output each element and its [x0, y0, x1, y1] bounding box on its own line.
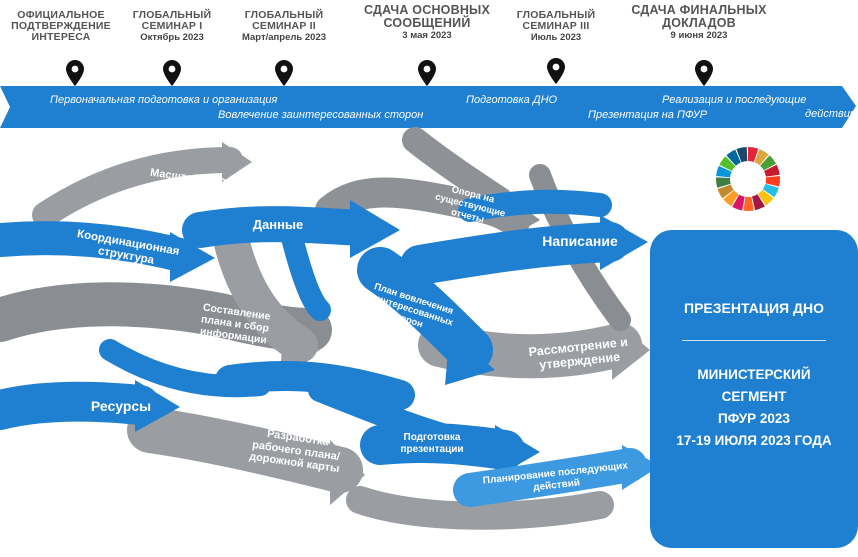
milestone-title: ГЛОБАЛЬНЫЙ СЕМИНАР III	[516, 9, 596, 33]
label-resources: Ресурсы	[90, 398, 152, 414]
final-presentation-box: ПРЕЗЕНТАЦИЯ ДНО МИНИСТЕРСКИЙ СЕГМЕНТ ПФУ…	[650, 230, 858, 548]
milestone-global-seminar-3: ГЛОБАЛЬНЫЙ СЕМИНАР III Июль 2023	[504, 9, 608, 44]
timeline-phase-implementation-2: действия	[805, 108, 856, 120]
sdg-segment	[719, 156, 736, 171]
milestone-date: Октябрь 2023	[140, 32, 204, 44]
milestone-title: ГЛОБАЛЬНЫЙ СЕМИНАР I	[132, 9, 212, 33]
flow-followup	[453, 448, 647, 507]
final-title: ПРЕЗЕНТАЦИЯ ДНО	[684, 300, 824, 316]
sdg-segment	[748, 147, 759, 162]
milestone-title: ОФИЦИАЛЬНОЕ ПОДТВЕРЖДЕНИЕ ИНТЕРЕСА	[11, 9, 111, 44]
map-pin-icon	[547, 58, 565, 84]
final-line-hlpf: ПФУР 2023	[718, 411, 790, 426]
divider	[682, 340, 826, 341]
flow-scale	[32, 147, 243, 228]
sdg-segment	[726, 149, 741, 166]
milestone-global-seminar-2: ГЛОБАЛЬНЫЙ СЕМИНАР II Март/апрель 2023	[228, 9, 340, 44]
timeline-phase-initial: Первоначальная подготовка и организация	[50, 94, 278, 106]
final-line-segment: СЕГМЕНТ	[721, 389, 787, 404]
timeline-arrow	[0, 86, 856, 128]
sdg-segment	[717, 184, 734, 199]
milestone-key-messages: СДАЧА ОСНОВНЫХ СООБЩЕНИЙ 3 мая 2023	[350, 3, 504, 42]
timeline-phase-preparation: Подготовка ДНО	[466, 94, 558, 106]
milestone-date: Июль 2023	[530, 32, 582, 44]
map-pin-icon	[275, 60, 293, 86]
timeline-phase-implementation: Реализация и последующие	[662, 94, 807, 106]
map-pin-icon	[163, 60, 181, 86]
sdg-segment	[760, 155, 777, 171]
sdg-segment	[716, 165, 732, 178]
sdg-segment	[758, 189, 774, 206]
milestone-date: 3 мая 2023	[402, 30, 452, 42]
milestone-date: Март/апрель 2023	[241, 32, 327, 44]
map-pin-icon	[418, 60, 436, 86]
timeline-phase-hlpf: Презентация на ПФУР	[588, 109, 708, 121]
flow-coordination	[0, 221, 197, 272]
final-line-dates: 17-19 ИЮЛЯ 2023 ГОДА	[676, 433, 832, 448]
timeline-phase-engagement: Вовлечение заинтересованных сторон	[218, 109, 424, 121]
sdg-segment	[765, 176, 780, 187]
milestone-title: СДАЧА ОСНОВНЫХ СООБЩЕНИЙ	[363, 3, 491, 31]
flow-workplan	[127, 407, 363, 493]
milestone-final-reports: СДАЧА ФИНАЛЬНЫХ ДОКЛАДОВ 9 июня 2023	[615, 3, 783, 42]
map-pin-icon	[695, 60, 713, 86]
sdg-segment	[754, 149, 769, 166]
milestone-title: ГЛОБАЛЬНЫЙ СЕМИНАР II	[244, 9, 324, 33]
final-line-ministerial: МИНИСТЕРСКИЙ	[697, 367, 811, 382]
milestone-date: 9 июня 2023	[670, 30, 728, 42]
sdg-segment	[736, 147, 748, 163]
sdg-segment	[723, 190, 739, 207]
sdg-segment	[764, 164, 780, 177]
label-presentation-prep: Подготовка презентации	[400, 432, 464, 455]
sdg-segment	[752, 194, 765, 211]
flow-blue-mid	[215, 360, 415, 410]
milestone-title: СДАЧА ФИНАЛЬНЫХ ДОКЛАДОВ	[631, 3, 767, 31]
label-data: Данные	[252, 217, 304, 232]
sdg-segment	[762, 183, 779, 198]
flow-resources	[0, 381, 160, 430]
sdg-wheel-icon	[716, 147, 780, 211]
milestone-official-confirmation: ОФИЦИАЛЬНОЕ ПОДТВЕРЖДЕНИЕ ИНТЕРЕСА	[2, 9, 120, 44]
milestone-global-seminar-1: ГЛОБАЛЬНЫЙ СЕМИНАР I Октябрь 2023	[120, 9, 224, 44]
sdg-segment	[743, 196, 754, 211]
sdg-segment	[716, 177, 731, 188]
map-pin-icon	[66, 60, 84, 86]
flow-writing	[400, 222, 630, 285]
label-writing: Написание	[542, 233, 618, 249]
sdg-segment	[732, 194, 745, 211]
